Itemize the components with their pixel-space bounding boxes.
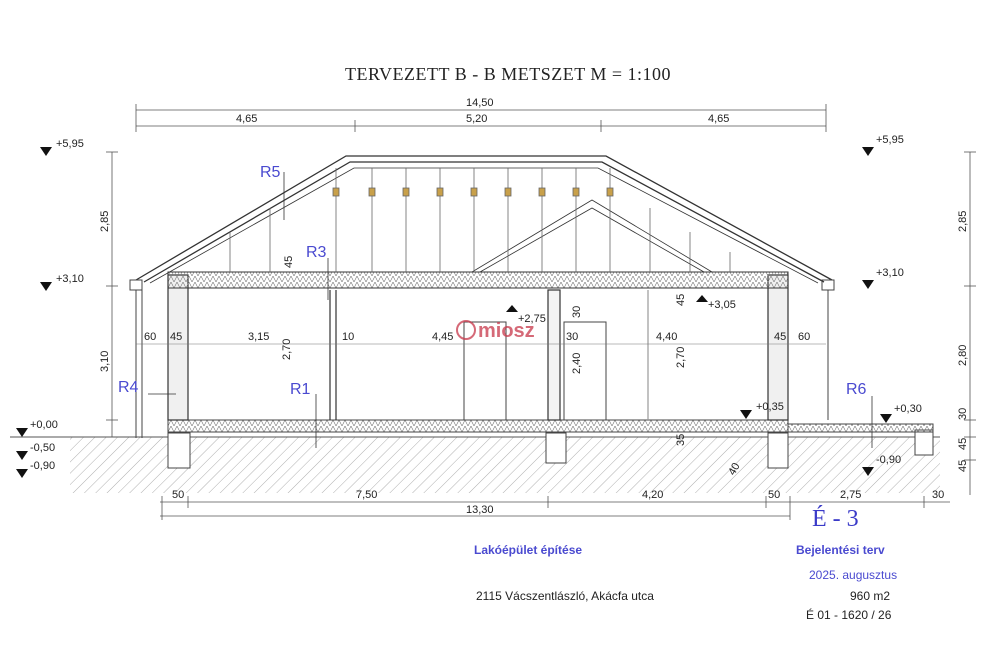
title-block-date: 2025. augusztus: [809, 568, 898, 582]
level-markers: [16, 147, 892, 478]
ceiling-slab: [167, 271, 789, 289]
dim-vert-45b-right: 45: [957, 460, 969, 472]
dim-bottom-overall: 13,30: [466, 504, 494, 516]
level-step: +0,35: [756, 401, 784, 413]
dim-h30-col: 30: [571, 306, 583, 318]
level-right-terrace: +0,30: [894, 403, 922, 415]
dim-bottom-750: 7,50: [356, 489, 377, 501]
drawing-title: TERVEZETT B - B METSZET M = 1:100: [345, 64, 672, 84]
dim-h35: 35: [675, 434, 687, 446]
dim-60-left: 60: [144, 331, 156, 343]
level-left-050: -0,50: [30, 442, 55, 454]
roof-rafters: [229, 168, 731, 272]
level-right-ridge: +5,95: [876, 134, 904, 146]
watermark-text: miosz: [478, 320, 535, 342]
dim-h270-right: 2,70: [675, 347, 687, 368]
bottom-dimension-lines: [160, 496, 950, 520]
dim-10: 10: [342, 331, 354, 343]
title-block-address: 2115 Vácszentlászló, Akácfa utca: [476, 589, 654, 603]
dim-h40: 40: [726, 461, 743, 478]
sheet-code: É - 3: [812, 506, 859, 532]
dim-45-right: 45: [774, 331, 786, 343]
dim-h45-roof: 45: [283, 256, 295, 268]
level-left-eave: +3,10: [56, 273, 84, 285]
dim-vert-roof-left: 2,85: [99, 211, 111, 232]
section-marker-r3: R3: [306, 244, 327, 261]
dim-445: 4,45: [432, 331, 453, 343]
gutters: [129, 279, 835, 438]
roof-beam-section: [402, 187, 410, 197]
watermark: miosz: [456, 320, 535, 342]
level-ceiling: +2,75: [518, 313, 546, 325]
dim-vert-roof-right: 2,85: [957, 211, 969, 232]
roof-beam-section: [606, 187, 614, 197]
dim-h270-left: 2,70: [281, 339, 293, 360]
title-block-area: 960 m2: [850, 589, 891, 603]
dim-45-left: 45: [170, 331, 182, 343]
doors: [463, 321, 607, 421]
roof-beam-section: [332, 187, 340, 197]
right-vertical-dim-line: [964, 151, 976, 495]
section-marker-r1: R1: [290, 381, 311, 398]
dim-315: 3,15: [248, 331, 269, 343]
top-dimension-lines: [135, 104, 827, 132]
dim-overall-top: 14,50: [466, 97, 494, 109]
roof-beam-section: [470, 187, 478, 197]
dim-30-mid: 30: [566, 331, 578, 343]
level-left-floor: +0,00: [30, 419, 58, 431]
title-block-permit: É 01 - 1620 / 26: [806, 608, 892, 622]
dim-bottom-420: 4,20: [642, 489, 663, 501]
title-block-plan-type: Bejelentési terv: [796, 543, 885, 557]
dim-bottom-50-left: 50: [172, 489, 184, 501]
dim-top-middle: 5,20: [466, 113, 487, 125]
dim-bottom-275: 2,75: [840, 489, 861, 501]
dim-top-left: 4,65: [236, 113, 257, 125]
dim-h45-right: 45: [675, 294, 687, 306]
level-left-ridge: +5,95: [56, 138, 84, 150]
dim-vert-30-right: 30: [957, 408, 969, 420]
title-block-project: Lakóépület építése: [474, 543, 583, 557]
roof-beam-section: [504, 187, 512, 197]
roof-beam-section: [538, 187, 546, 197]
dim-vert-walls-right: 2,80: [957, 345, 969, 366]
dim-60-right: 60: [798, 331, 810, 343]
left-vertical-dim-line: [106, 151, 118, 437]
dim-vert-45-right: 45: [957, 438, 969, 450]
level-right-eave: +3,10: [876, 267, 904, 279]
level-right-090: -0,90: [876, 454, 901, 466]
dim-bottom-30: 30: [932, 489, 944, 501]
dim-vert-walls-left: 3,10: [99, 351, 111, 372]
dim-bottom-50-right: 50: [768, 489, 780, 501]
roof-beam-section: [368, 187, 376, 197]
dim-h240: 2,40: [571, 353, 583, 374]
ground: [10, 436, 940, 493]
floor-slab: [167, 419, 934, 433]
section-marker-r6: R6: [846, 381, 867, 398]
level-left-090: -0,90: [30, 460, 55, 472]
walls: [167, 274, 789, 421]
roof-beam-section: [436, 187, 444, 197]
dim-440: 4,40: [656, 331, 677, 343]
level-ceiling-right: +3,05: [708, 299, 736, 311]
roof-beam-section: [572, 187, 580, 197]
dim-top-right: 4,65: [708, 113, 729, 125]
section-marker-leaders: [148, 172, 873, 448]
section-marker-r5: R4: [118, 379, 139, 396]
section-marker-r4: R5: [260, 164, 281, 181]
roof: [135, 155, 833, 284]
